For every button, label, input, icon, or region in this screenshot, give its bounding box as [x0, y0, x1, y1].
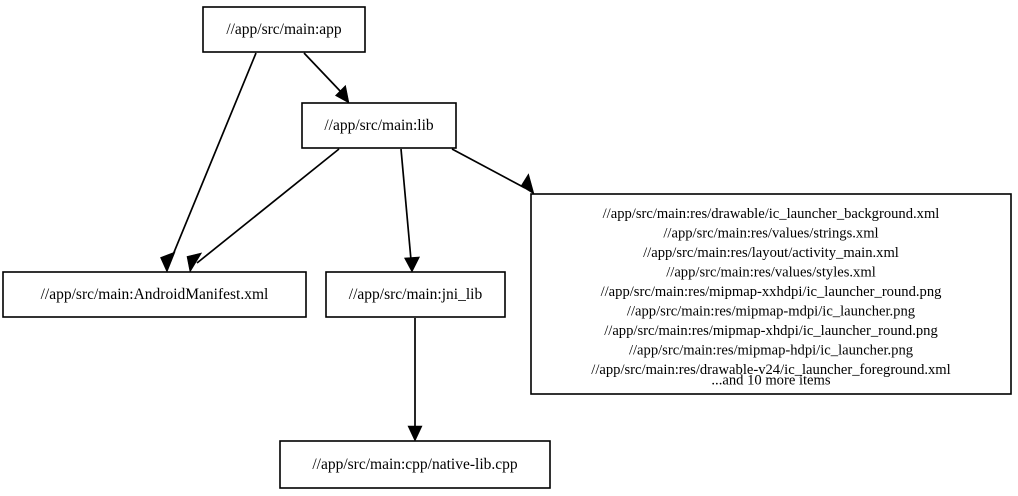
edge-jni-lib-to-native-lib: [407, 318, 423, 442]
node-res-bundle-box[interactable]: [530, 193, 1012, 395]
node-app-label: //app/src/main:app: [226, 21, 342, 38]
edge-lib-to-res-bundle: [451, 148, 535, 195]
node-res-bundle-line-5: //app/src/main:res/mipmap-xxhdpi/ic_laun…: [601, 284, 943, 300]
node-res-bundle-line-8: //app/src/main:res/mipmap-hdpi/ic_launch…: [629, 343, 914, 359]
edge-app-to-lib: [303, 52, 350, 104]
edge-lib-to-jni-lib: [400, 148, 421, 273]
edge-lib-to-manifest: [186, 148, 340, 273]
node-res-bundle-line-2: //app/src/main:res/values/strings.xml: [663, 226, 878, 242]
node-native-lib-cpp[interactable]: //app/src/main:cpp/native-lib.cpp: [279, 440, 551, 489]
node-res-bundle-line-7: //app/src/main:res/mipmap-xhdpi/ic_launc…: [604, 323, 938, 339]
node-app-box[interactable]: [202, 6, 366, 53]
node-android-manifest-box[interactable]: [2, 271, 307, 318]
node-res-bundle[interactable]: //app/src/main:res/drawable/ic_launcher_…: [530, 193, 1012, 395]
node-jni-lib-box[interactable]: [325, 271, 506, 318]
node-group: //app/src/main:app //app/src/main:lib //…: [2, 6, 1012, 489]
node-android-manifest[interactable]: //app/src/main:AndroidManifest.xml: [2, 271, 307, 318]
node-android-manifest-label: //app/src/main:AndroidManifest.xml: [41, 286, 269, 303]
node-res-bundle-line-3: //app/src/main:res/layout/activity_main.…: [643, 245, 899, 261]
edge-app-to-manifest: [160, 52, 257, 273]
node-res-bundle-line-10: ...and 10 more items: [711, 373, 830, 389]
node-app[interactable]: //app/src/main:app: [202, 6, 366, 53]
node-res-bundle-line-6: //app/src/main:res/mipmap-mdpi/ic_launch…: [627, 304, 916, 320]
node-jni-lib[interactable]: //app/src/main:jni_lib: [325, 271, 506, 318]
node-native-lib-cpp-box[interactable]: [279, 440, 551, 489]
node-res-bundle-line-4: //app/src/main:res/values/styles.xml: [666, 265, 876, 281]
node-jni-lib-label: //app/src/main:jni_lib: [349, 286, 483, 303]
node-lib-label: //app/src/main:lib: [324, 117, 434, 134]
node-lib[interactable]: //app/src/main:lib: [301, 102, 457, 149]
node-lib-box[interactable]: [301, 102, 457, 149]
node-res-bundle-line-9: //app/src/main:res/drawable-v24/ic_launc…: [591, 362, 950, 378]
edge-group: [160, 52, 535, 442]
node-res-bundle-line-1: //app/src/main:res/drawable/ic_launcher_…: [603, 206, 940, 222]
node-native-lib-cpp-label: //app/src/main:cpp/native-lib.cpp: [312, 456, 518, 473]
